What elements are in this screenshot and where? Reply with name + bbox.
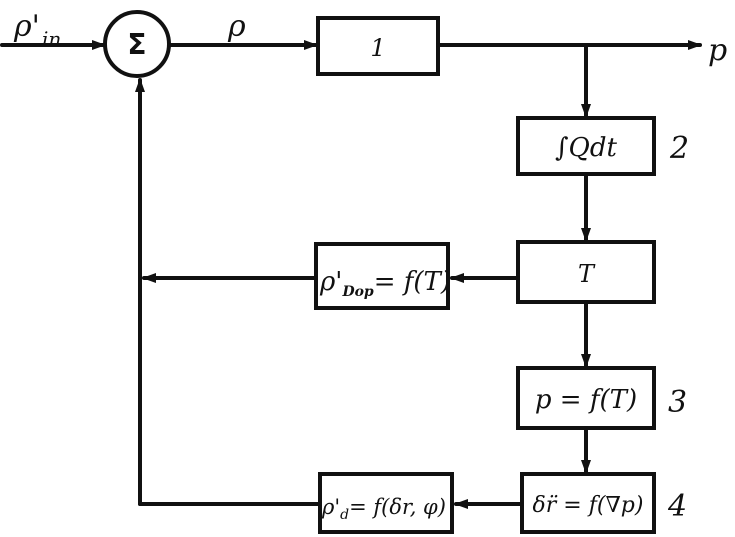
output-label: p: [708, 33, 727, 68]
block-2-number: 2: [669, 131, 689, 166]
feedback-block-2-post: = f(δr, φ): [349, 495, 446, 519]
feedback-block-2-pre: ρ': [321, 495, 340, 519]
input-label: ρ': [13, 9, 40, 44]
feedback-block-1-label: ρ'Dop= f(T): [319, 267, 451, 300]
block-3-label: p = f(T): [535, 385, 637, 415]
block-4-number: 4: [667, 489, 687, 524]
feedback-block-1-post: = f(T): [374, 267, 451, 297]
feedback-block-2-label: ρ'd= f(δr, φ): [321, 495, 446, 523]
block-T-label: T: [578, 260, 596, 288]
feedback-block-1-sub: Dop: [341, 284, 373, 300]
block-2: [516, 116, 656, 176]
block-2-label: ∫Qdt: [555, 133, 618, 163]
signal-label: ρ: [227, 9, 246, 44]
block-4-label: δr̈ = f(∇p): [533, 493, 644, 518]
feedback-block-1-pre: ρ': [319, 267, 342, 297]
block-3-number: 3: [668, 385, 687, 420]
block-T: [516, 240, 656, 304]
block-1-label: 1: [370, 34, 385, 62]
block-4: [520, 472, 656, 534]
feedback-block-2-sub: d: [340, 507, 349, 523]
input-label-sub: in: [42, 27, 61, 51]
sum-symbol: Σ: [127, 28, 146, 61]
